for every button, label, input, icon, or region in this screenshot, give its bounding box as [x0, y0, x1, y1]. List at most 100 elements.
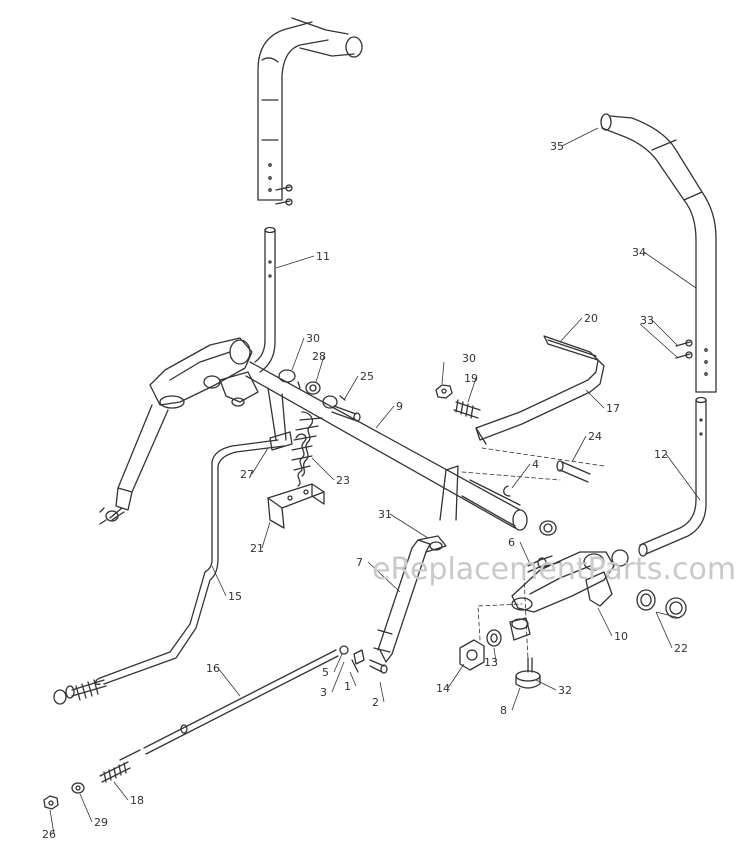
left-damper — [99, 404, 169, 525]
callout-leader-10 — [597, 607, 613, 637]
callout-33: 33 — [640, 314, 654, 327]
callout-21: 21 — [250, 542, 264, 555]
callout-4: 4 — [532, 458, 539, 471]
callout-leader-35 — [561, 127, 599, 147]
callout-leader-31 — [389, 513, 429, 539]
callout-leader-2 — [379, 681, 385, 703]
callout-leader-18 — [113, 781, 129, 801]
callout-11: 11 — [316, 250, 330, 263]
callout-32: 32 — [558, 684, 572, 697]
bushing-13 — [486, 617, 531, 647]
bolt-24 — [556, 460, 591, 483]
callout-leader-22 — [655, 611, 673, 649]
callout-leader-22 — [655, 611, 681, 619]
callout-16: 16 — [206, 662, 220, 675]
right-damper — [373, 539, 431, 663]
bolts-33 — [675, 339, 693, 359]
callout-10: 10 — [614, 630, 628, 643]
callout-leader-15 — [211, 565, 227, 597]
callout-leader-5 — [333, 653, 343, 673]
callout-25: 25 — [360, 370, 374, 383]
callout-leader-33 — [639, 323, 679, 359]
callout-31: 31 — [378, 508, 392, 521]
callout-leader-29 — [79, 793, 93, 823]
nut-14 — [459, 639, 485, 671]
pin-4 — [503, 485, 511, 497]
callout-leader-8 — [511, 687, 521, 711]
callout-26: 26 — [42, 828, 56, 841]
callout-leader-1 — [349, 671, 357, 687]
callout-8: 8 — [500, 704, 507, 717]
callout-leader-26 — [49, 809, 55, 835]
callout-leader-32 — [535, 679, 557, 691]
callout-leader-12 — [665, 453, 701, 501]
bushing-6 — [527, 557, 547, 573]
callout-leader-25 — [343, 375, 359, 401]
callout-leader-17 — [585, 389, 605, 409]
callout-34: 34 — [632, 246, 646, 259]
callout-1: 1 — [344, 680, 351, 693]
rod-16 — [119, 649, 339, 761]
small-hardware-1-2-3-5 — [339, 645, 388, 674]
callout-22: 22 — [674, 642, 688, 655]
right-handle-grip — [600, 113, 717, 393]
callout-leader-4 — [511, 463, 531, 489]
spring-18 — [99, 761, 131, 783]
callout-35: 35 — [550, 140, 564, 153]
callout-leader-19 — [467, 377, 477, 403]
callout-leader-16 — [217, 667, 241, 697]
callout-leader-23 — [311, 457, 335, 481]
callout-20: 20 — [584, 312, 598, 325]
foot-8 — [515, 657, 541, 689]
callout-leader-28 — [315, 355, 325, 383]
spring-19 — [453, 399, 481, 419]
callout-18: 18 — [130, 794, 144, 807]
callout-7: 7 — [356, 556, 363, 569]
callout-5: 5 — [322, 666, 329, 679]
callout-28: 28 — [312, 350, 326, 363]
callout-29: 29 — [94, 816, 108, 829]
nut-26 — [43, 795, 59, 810]
callout-3: 3 — [320, 686, 327, 699]
callout-leader-27 — [251, 447, 269, 475]
callout-leader-30 — [441, 361, 445, 385]
callout-leader-13 — [493, 647, 497, 663]
spring-mount-bracket — [267, 483, 325, 529]
callout-27: 27 — [240, 468, 254, 481]
callout-leader-7 — [367, 561, 401, 593]
callout-13: 13 — [484, 656, 498, 669]
callout-leader-6 — [519, 541, 531, 565]
callout-24: 24 — [588, 430, 602, 443]
callout-17: 17 — [606, 402, 620, 415]
callout-15: 15 — [228, 590, 242, 603]
rod-15 — [53, 439, 285, 705]
bracket-and-spring — [267, 387, 323, 487]
shaft-hardware — [278, 369, 361, 422]
callout-23: 23 — [336, 474, 350, 487]
nut-30 — [435, 384, 453, 399]
cross-shaft — [245, 361, 557, 536]
callout-30: 30 — [306, 332, 320, 345]
callout-19: 19 — [464, 372, 478, 385]
right-pivot-bracket — [511, 551, 615, 613]
callout-9: 9 — [396, 400, 403, 413]
watermark: eReplacementParts.com — [372, 552, 736, 587]
handle-bolts — [275, 184, 293, 206]
bushings-22 — [611, 549, 687, 619]
phantom-lines — [461, 447, 605, 661]
callout-leader-30 — [291, 337, 305, 371]
damper-link-31 — [417, 465, 459, 553]
callout-2: 2 — [372, 696, 379, 709]
left-pivot-bracket — [149, 337, 259, 409]
parking-lever — [475, 335, 605, 445]
callout-30: 30 — [462, 352, 476, 365]
callout-leader-34 — [643, 251, 697, 289]
callout-leader-14 — [447, 663, 465, 689]
callout-leader-9 — [375, 405, 395, 429]
callout-leader-33 — [651, 319, 679, 347]
callout-leader-21 — [261, 521, 271, 549]
callout-12: 12 — [654, 448, 668, 461]
washer-29 — [71, 782, 85, 794]
callout-14: 14 — [436, 682, 450, 695]
